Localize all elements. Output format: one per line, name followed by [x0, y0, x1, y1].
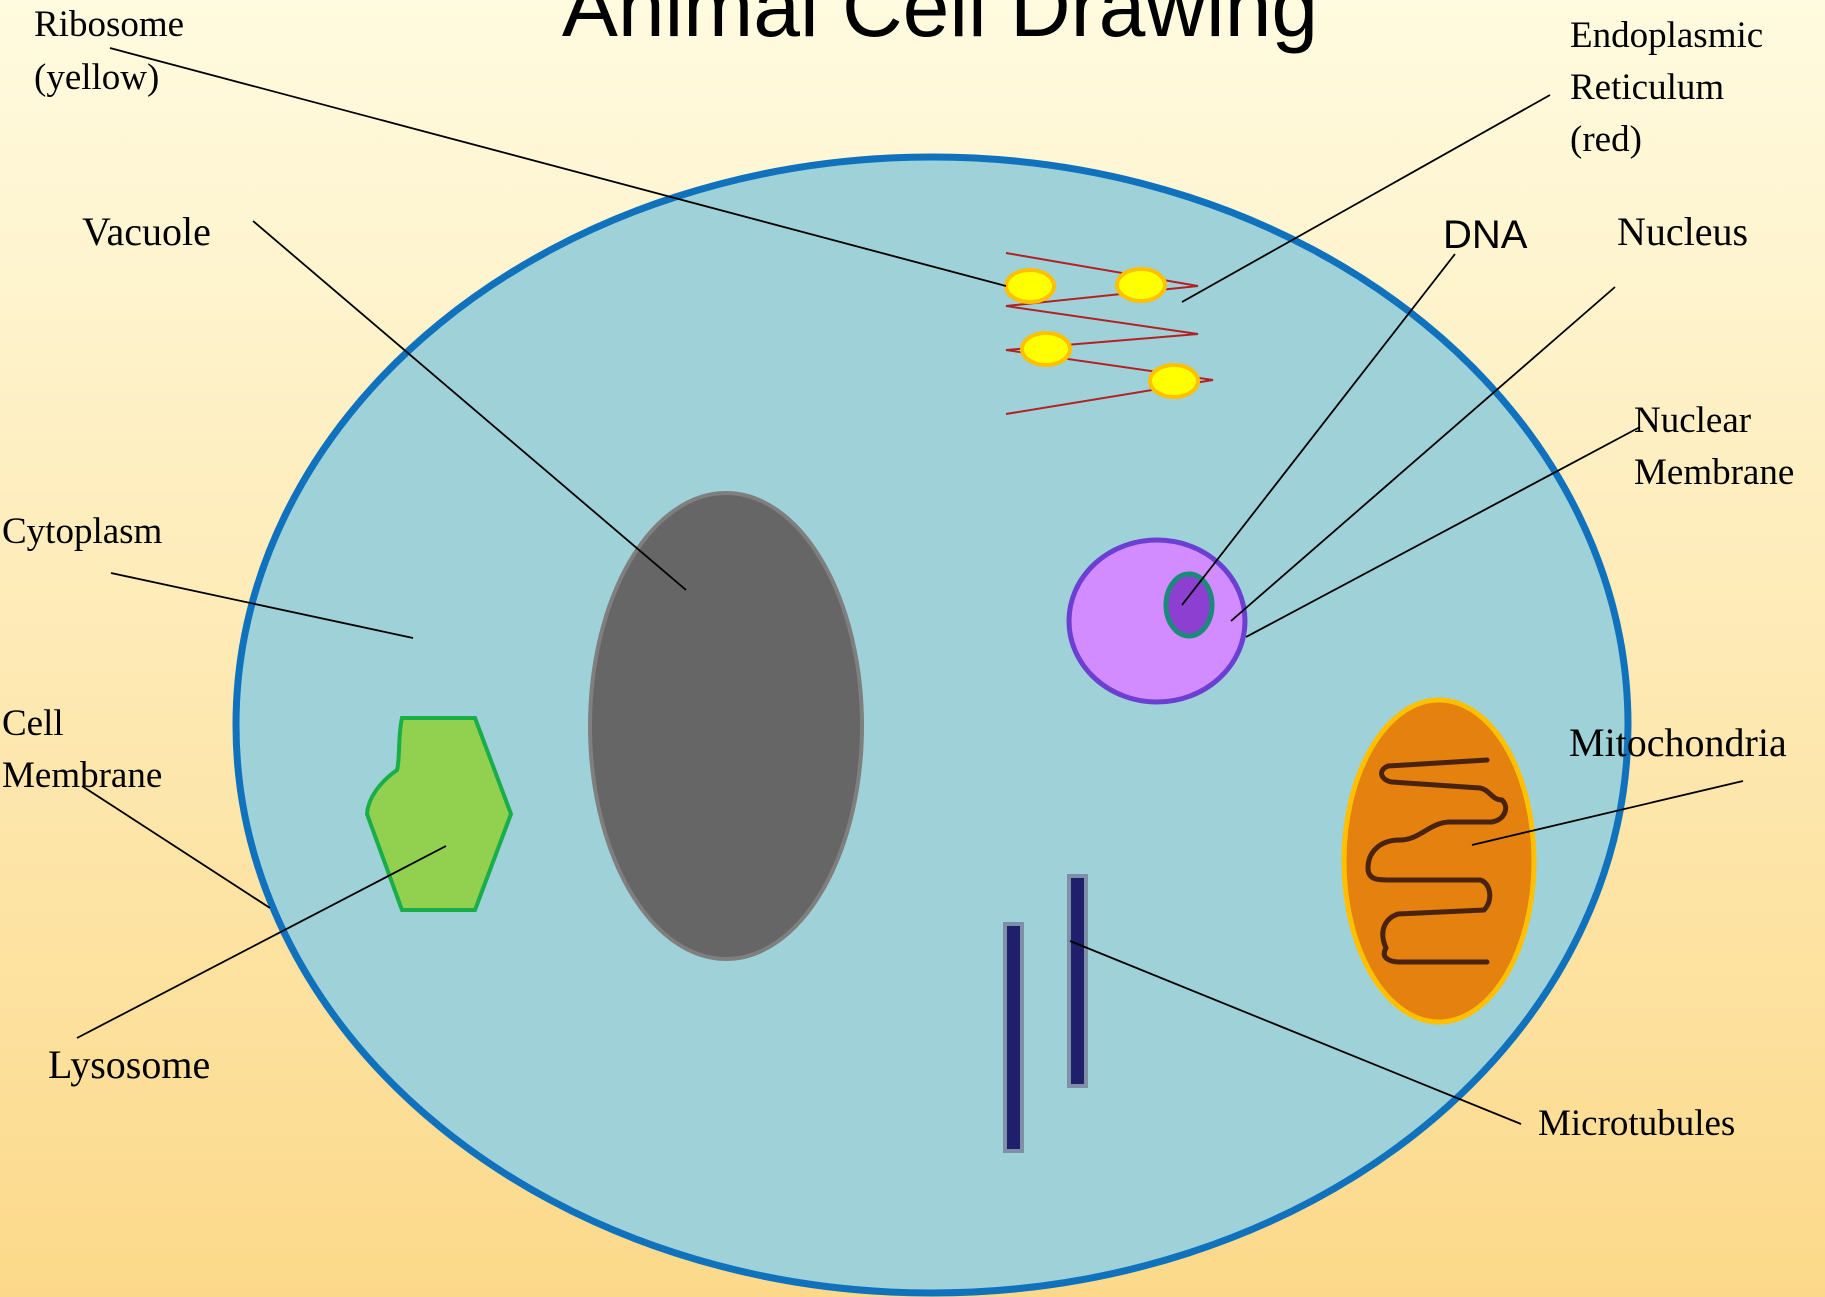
ribosome-label-line1: Ribosome — [34, 4, 184, 45]
nucleus-label: Nucleus — [1617, 209, 1748, 254]
lysosome-label: Lysosome — [48, 1042, 210, 1087]
nuclear-membrane-label-line1: Nuclear — [1634, 400, 1751, 441]
mitochondria-label: Mitochondria — [1569, 720, 1787, 765]
microtubule — [1005, 924, 1022, 1151]
nuclear-membrane-label-line2: Membrane — [1634, 452, 1794, 493]
er-label-line1: Endoplasmic — [1570, 15, 1763, 56]
microtubules-label: Microtubules — [1538, 1103, 1735, 1144]
ribosome-label-line2: (yellow) — [34, 57, 159, 98]
er-label-line3: (red) — [1570, 119, 1642, 160]
slide-title: Animal Cell Drawing — [562, 0, 1318, 54]
cytoplasm-label: Cytoplasm — [2, 511, 163, 552]
er-label-line2: Reticulum — [1570, 67, 1724, 108]
microtubule — [1069, 876, 1086, 1086]
vacuole-label: Vacuole — [82, 209, 211, 254]
dna-label: DNA — [1443, 213, 1528, 257]
cell-membrane-label-line1: Cell — [2, 703, 64, 744]
cell-membrane-label-line2: Membrane — [2, 755, 162, 796]
